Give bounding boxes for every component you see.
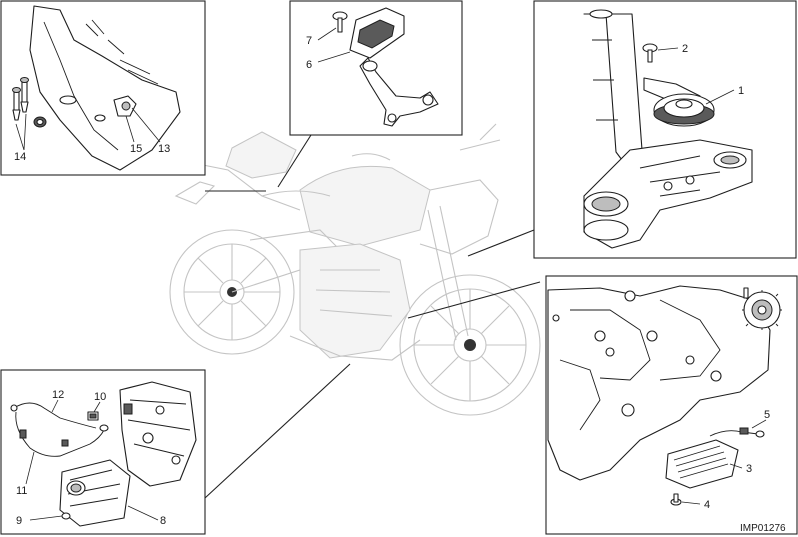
pointer-lines: [204, 134, 541, 499]
callout-9: 9: [16, 515, 22, 527]
detail-box-ecu: [0, 369, 206, 535]
callout-5: 5: [764, 409, 770, 421]
callout-6: 6: [306, 59, 312, 71]
callout-12: 12: [52, 389, 64, 401]
callout-7: 7: [306, 35, 312, 47]
callout-1: 1: [738, 85, 744, 97]
detail-box-horn: [533, 0, 797, 259]
callout-4: 4: [704, 499, 710, 511]
detail-box-engine: [545, 275, 798, 535]
callout-13: 13: [158, 143, 170, 155]
callout-14: 14: [14, 151, 26, 163]
callout-2: 2: [682, 43, 688, 55]
callout-15: 15: [130, 143, 142, 155]
detail-box-bracket: [289, 0, 463, 136]
callout-10: 10: [94, 391, 106, 403]
callout-8: 8: [160, 515, 166, 527]
image-reference-code: IMP01276: [740, 523, 786, 534]
motorcycle-ghost: [169, 123, 541, 416]
callout-11: 11: [16, 485, 27, 497]
callout-3: 3: [746, 463, 752, 475]
detail-box-tail: [0, 0, 206, 176]
